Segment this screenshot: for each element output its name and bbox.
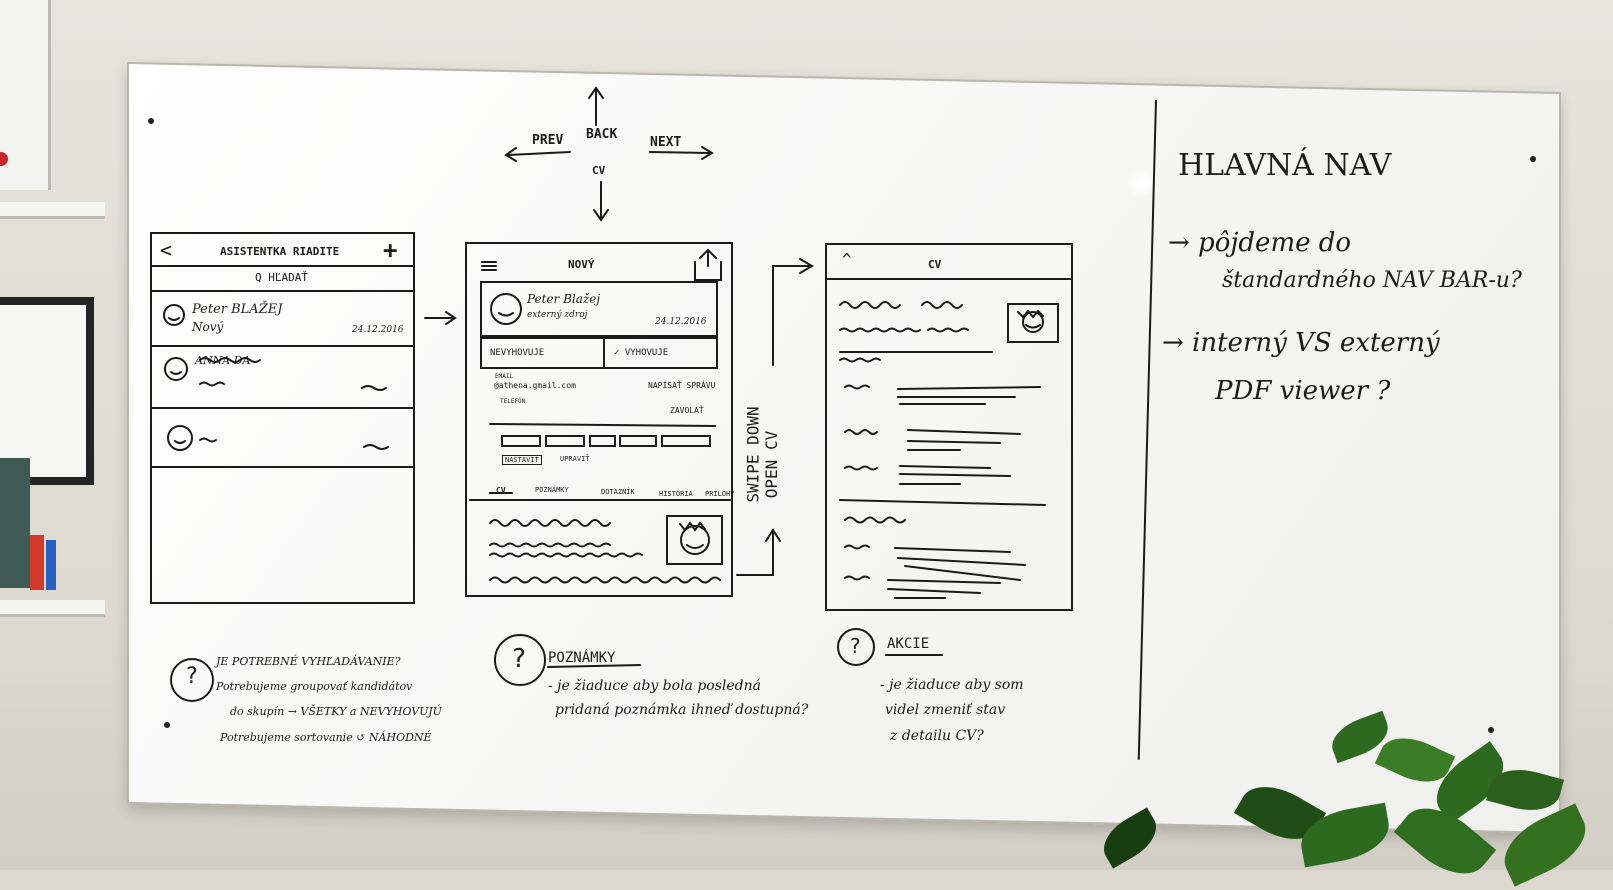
screen-cv [825, 243, 1073, 611]
board-screw [1530, 156, 1536, 162]
red-dot [0, 152, 8, 166]
call-button[interactable]: ZAVOLAŤ [670, 406, 704, 415]
question-mark-icon: ? [849, 634, 862, 658]
book [0, 458, 30, 588]
nav-back-label: BACK [586, 127, 618, 142]
divider [152, 265, 413, 267]
nav-next-label: NEXT [650, 135, 682, 150]
marker [46, 540, 56, 590]
reject-button[interactable]: NEVYHOVUJE [490, 348, 545, 358]
divider [603, 337, 605, 369]
picture-frame [0, 297, 94, 485]
phone-label: TELEFÓN [500, 398, 526, 405]
board-glare [1125, 170, 1159, 196]
note-notes-title: POZNÁMKY [548, 650, 616, 666]
note-line: Potrebujeme sortovanie ↺ NÁHODNÉ [220, 731, 432, 744]
screen-detail-title: NOVÝ [568, 258, 595, 271]
candidate-status: Nový [192, 320, 224, 334]
note-search-question: JE POTREBNÉ VYHĽADÁVANIE? [216, 655, 401, 668]
right-panel-item: → pôjdeme do [1168, 228, 1352, 258]
back-button[interactable]: < [160, 238, 173, 262]
note-actions-title: AKCIE [887, 636, 930, 652]
divider [152, 290, 413, 292]
candidate-name[interactable]: Peter BLAŽEJ [192, 302, 283, 317]
right-panel-item: PDF viewer ? [1215, 376, 1391, 406]
plant [1080, 700, 1613, 890]
candidate-header-card [480, 281, 718, 337]
add-button[interactable]: + [383, 236, 398, 264]
send-message-button[interactable]: NAPÍSAŤ SPRÁVU [648, 381, 716, 390]
detail-date: 24.12.2016 [655, 317, 707, 327]
board-screw [1488, 727, 1494, 733]
note-line: pridaná poznámka ihneď dostupná? [555, 702, 809, 718]
nav-cv-label: CV [592, 164, 606, 177]
cv-photo [1007, 303, 1059, 343]
board-screw [148, 118, 154, 124]
candidate-date: 24.12.2016 [352, 325, 404, 335]
question-mark-icon: ? [511, 644, 527, 674]
note-line: z detailu CV? [890, 728, 984, 744]
sketch-lines [163, 86, 1046, 702]
note-line: - je žiaduce aby som [880, 677, 1024, 693]
wall-shelf [0, 202, 105, 219]
divider [152, 407, 414, 409]
board-screw [164, 722, 170, 728]
nav-prev-label: PREV [532, 133, 564, 148]
email-label: EMAIL [495, 373, 514, 380]
note-line: - je žiaduce aby bola posledná [548, 678, 762, 694]
open-cv-note: OPEN CV [762, 430, 782, 499]
wall-shelf [0, 600, 105, 617]
swipe-down-note: SWIPE DOWN [743, 406, 763, 503]
tab-notes[interactable]: POZNÁMKY [535, 486, 569, 494]
search-field[interactable]: Q HĽADAŤ [255, 271, 308, 284]
right-panel-title: HLAVNÁ NAV [1178, 148, 1392, 183]
action-buttons [480, 337, 718, 369]
right-panel-item: → interný VS externý [1162, 328, 1440, 358]
tab-cv[interactable]: CV [496, 486, 506, 495]
screen-cv-title: CV [928, 258, 942, 271]
divider [152, 345, 414, 347]
accept-button[interactable]: ✓ VYHOVUJE [614, 348, 669, 358]
marker [30, 535, 44, 590]
right-panel-item: štandardného NAV BAR-u? [1222, 268, 1522, 293]
note-line: Potrebujeme groupovať kandidátov [216, 680, 413, 693]
tab-history[interactable]: HISTÓRIA [659, 490, 693, 498]
divider [152, 466, 414, 468]
collapse-button[interactable]: ^ [842, 250, 852, 269]
tag-edit-button[interactable]: UPRAVIŤ [560, 455, 590, 463]
screen-candidate-detail [465, 242, 733, 597]
note-line: videl zmeniť stav [885, 702, 1006, 718]
tab-questionnaire[interactable]: DOTAZNÍK [601, 488, 635, 496]
divider [827, 278, 1072, 280]
wall-panel [0, 0, 51, 190]
screen-list-title: ASISTENTKA RIADITE [220, 245, 340, 258]
note-line: do skupín → VŠETKY a NEVYHOVUJÚ [230, 705, 442, 718]
cv-photo [666, 515, 723, 565]
candidate-name[interactable]: ANNA DA [195, 354, 251, 367]
tag-set-button[interactable]: NASTAVIŤ [502, 455, 542, 465]
screen-candidate-list [150, 232, 415, 604]
detail-name: Peter Blažej [527, 292, 601, 306]
email-value: @athena.gmail.com [494, 381, 576, 390]
tab-attachments[interactable]: PRÍLOHY [705, 490, 735, 498]
question-mark-icon: ? [185, 664, 199, 689]
detail-subtitle: externý zdroj [527, 310, 588, 320]
